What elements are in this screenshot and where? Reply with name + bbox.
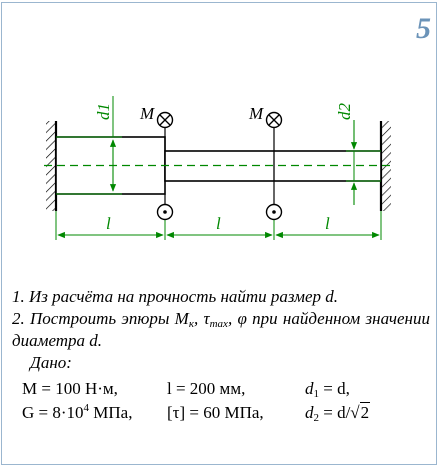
moment-dot-2 (265, 181, 283, 221)
given-allowable-stress: [τ] = 60 МПа, (167, 403, 264, 422)
task-frame (1, 2, 437, 465)
given-title: Дано: (30, 353, 72, 372)
given-moment: M = 100 Н·м, (22, 379, 118, 398)
d2-label: d2 (335, 103, 354, 121)
length-label-3: l (325, 214, 330, 233)
given-shear-modulus: G = 8·104 МПа, (22, 402, 133, 423)
length-label-2: l (216, 214, 221, 233)
task-item-2: 2. Построить эпюры Mк, τmax, φ при найде… (12, 309, 430, 350)
moment-marker-2 (265, 111, 283, 151)
moment-marker-1 (156, 111, 174, 151)
moment-dot-1 (156, 194, 174, 221)
moment-label-2: M (248, 104, 264, 123)
d1-label: d1 (94, 103, 113, 120)
length-label-1: l (106, 214, 111, 233)
d2-dimension (346, 120, 381, 205)
given-d1: d1 = d, (305, 379, 350, 400)
given-length: l = 200 мм, (167, 379, 246, 398)
given-d2: d2 = d/√2 (305, 402, 371, 424)
shaft-diagram: M M d1 d2 l l l (44, 96, 395, 240)
moment-label-1: M (139, 104, 155, 123)
task-text: 1. Из расчёта на прочность найти размер … (12, 286, 430, 374)
task-item-1: 1. Из расчёта на прочность найти размер … (12, 287, 339, 306)
d1-dimension (56, 96, 122, 195)
length-dimension-line (55, 211, 382, 240)
task-number: 5 (416, 12, 431, 45)
